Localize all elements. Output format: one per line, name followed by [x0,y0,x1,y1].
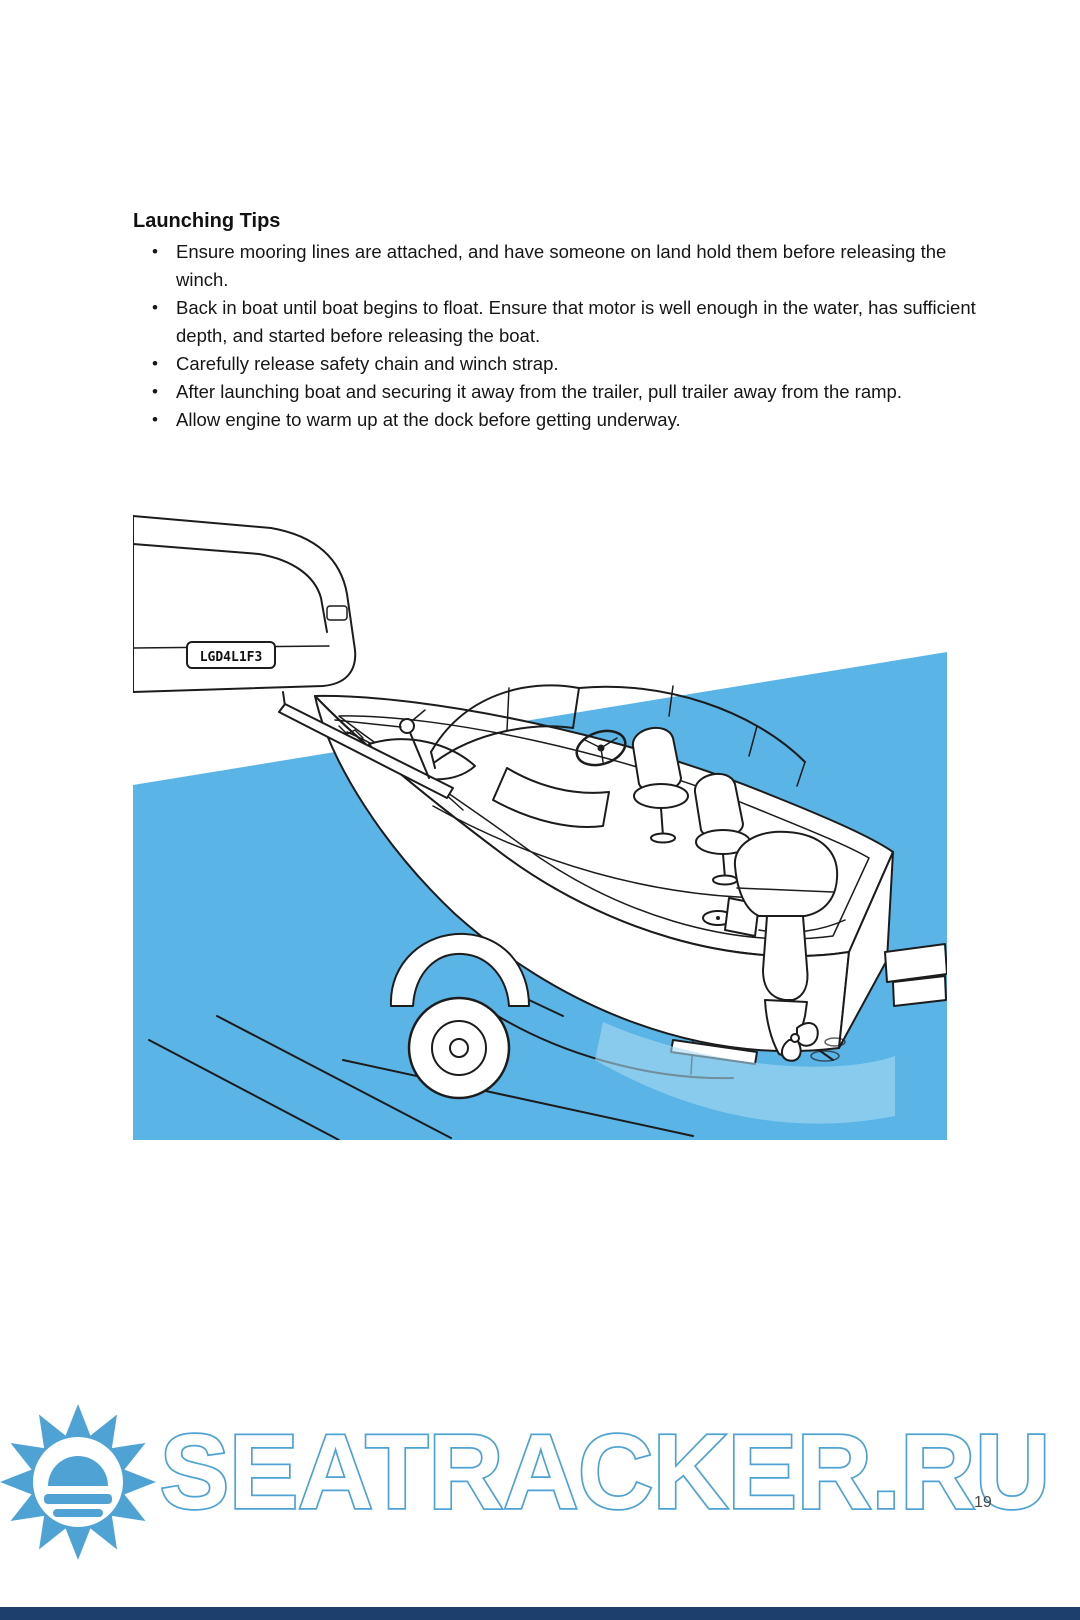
watermark-text: SEATRACKER.RU [160,1413,1050,1531]
steering-wheel [575,729,627,767]
list-item: Back in boat until boat begins to float.… [152,294,976,350]
content-block: Launching Tips Ensure mooring lines are … [133,210,976,434]
list-item: Ensure mooring lines are attached, and h… [152,238,976,294]
trailer-fender [389,932,530,1007]
propeller [781,1039,802,1062]
propeller [796,1022,819,1047]
winch-drum [399,718,415,734]
list-item-text: After launching boat and securing it awa… [176,381,902,402]
launch-illustration-svg: LGD4L1F3 [132,515,948,1141]
watermark-text-svg: SEATRACKER.RU [158,1411,1052,1533]
trailer-tongue [278,703,454,799]
list-item-text: Ensure mooring lines are attached, and h… [176,241,947,290]
boat-interior-details [346,684,846,934]
motor-midsection [762,915,809,1001]
ramp-lines [148,1015,694,1141]
boat-transom [838,851,894,1049]
launch-illustration: LGD4L1F3 [132,500,948,1141]
sun-logo-icon [0,1404,156,1560]
license-plate [186,641,276,669]
seat [632,727,682,793]
page-number: 19 [974,1494,992,1511]
list-item: Allow engine to warm up at the dock befo… [152,406,976,434]
tow-vehicle: LGD4L1F3 [132,515,357,715]
footer-bar [0,1607,1080,1620]
seat [694,773,744,839]
water-foreground [595,1022,895,1124]
list-item-text: Back in boat until boat begins to float.… [176,297,976,346]
inner-gunwale [338,715,870,940]
section-heading: Launching Tips [133,210,281,232]
tips-list: Ensure mooring lines are attached, and h… [133,238,976,434]
license-plate-text: LGD4L1F3 [200,650,263,665]
motor-cowling [733,830,839,917]
watermark: SEATRACKER.RU [0,1392,1080,1577]
list-item-text: Allow engine to warm up at the dock befo… [176,409,681,430]
list-item: After launching boat and securing it awa… [152,378,976,406]
outboard-motor [724,830,846,1062]
trailer-running-gear [389,932,758,1100]
dock-step [884,943,948,1007]
list-item-text: Carefully release safety chain and winch… [176,353,559,374]
list-item: Carefully release safety chain and winch… [152,350,976,378]
